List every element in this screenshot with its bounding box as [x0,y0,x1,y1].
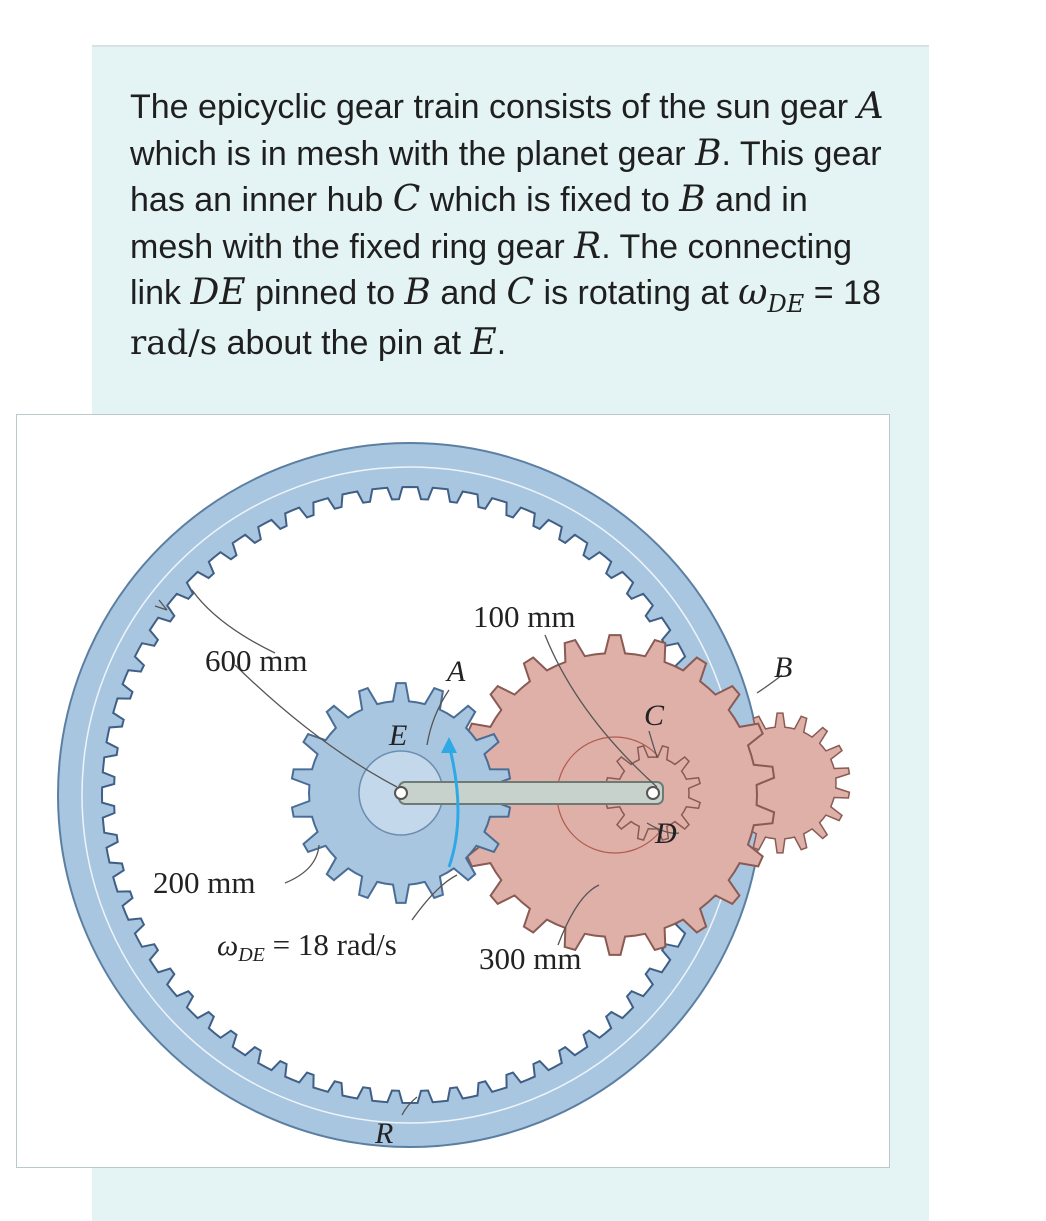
label-E: E [388,719,407,752]
label-300mm: 300 mm [479,941,581,976]
pin-D-icon [646,786,660,800]
leader-600-to-E [234,664,398,788]
gear-figure: 600 mm 100 mm 200 mm 300 mm A B C D E R … [16,414,890,1168]
dimension-leaders [154,589,783,1116]
leader-600-arrow [154,599,168,611]
label-D: D [654,817,677,850]
arrowhead-icon [441,737,457,753]
link-DE [394,781,664,805]
math-B: B [695,132,722,174]
problem-statement: The epicyclic gear train consists of the… [130,86,884,363]
rotation-arrow-icon [447,744,460,868]
label-A: A [445,655,466,688]
pin-E-icon [394,786,408,800]
leader-C [648,730,658,758]
label-100mm: 100 mm [473,599,575,634]
math-omega: ω [738,272,768,313]
math-R: R [574,225,602,267]
math-E: E [470,321,497,363]
math-A: A [857,86,884,127]
math-unit: rad/s [130,322,218,363]
math-B: B [404,272,431,313]
label-B: B [774,651,792,684]
math-DE: DE [190,272,246,313]
leader-100 [544,634,658,788]
leader-omega [411,874,458,921]
leader-B [756,674,783,694]
leader-300 [557,884,600,946]
gear-diagram-svg: 600 mm 100 mm 200 mm 300 mm A B C D E R … [57,442,851,1150]
leader-D [646,822,680,834]
math-B: B [679,179,706,220]
label-200mm: 200 mm [153,865,255,900]
math-C: C [392,179,421,220]
leader-A [426,689,450,746]
leader-R [401,1096,418,1116]
leader-200 [284,844,320,884]
label-R: R [374,1117,393,1150]
leader-600 [191,589,276,654]
math-omega-subscript: DE [767,290,805,318]
label-omega-DE: ωDE = 18 rad/s [217,927,397,966]
math-C: C [506,272,535,313]
label-600mm: 600 mm [205,643,307,678]
label-C: C [644,699,665,732]
